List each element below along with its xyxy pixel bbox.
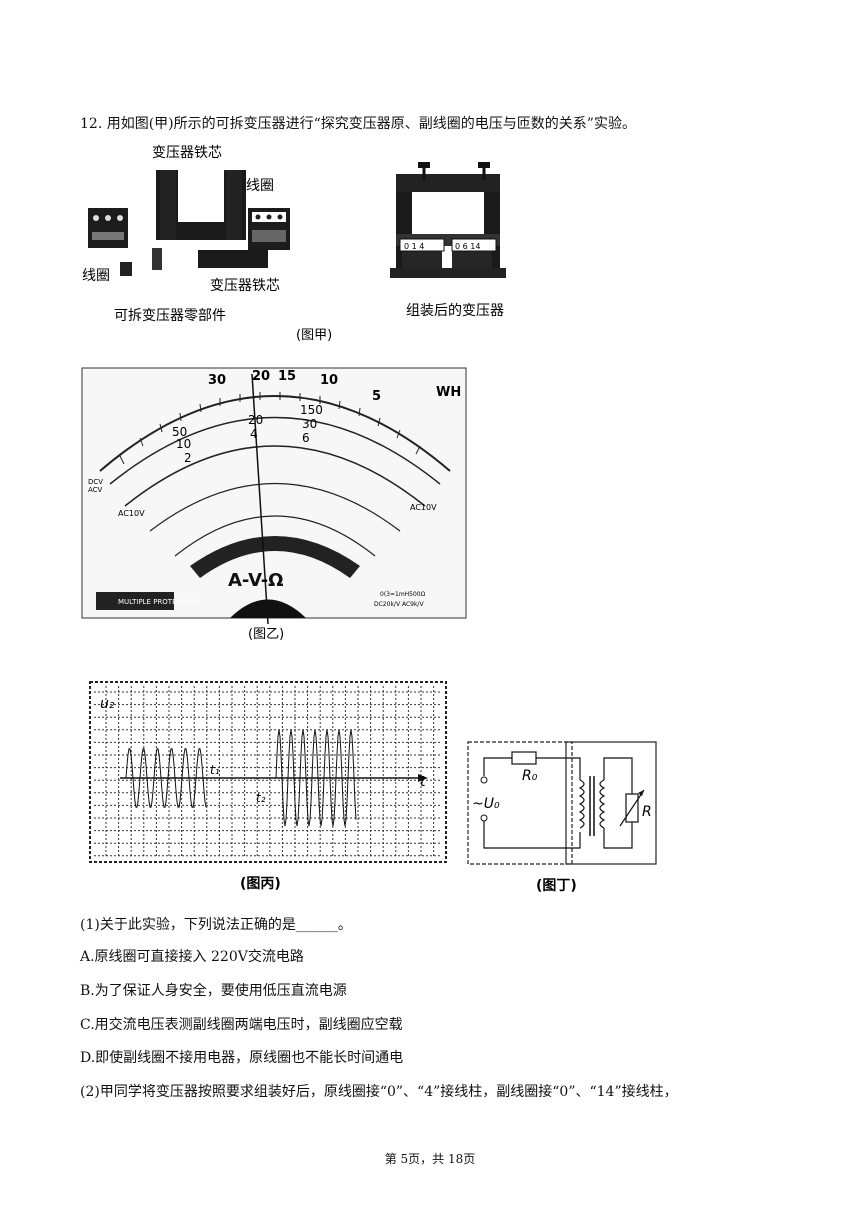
label-core-bottom: 变压器铁芯: [210, 278, 280, 294]
small-parts: [120, 248, 162, 276]
waveform-t1-path: [125, 748, 207, 808]
transformer-core-u: [156, 170, 246, 240]
figure-ding: R₀ ~U₀ R (图丁): [464, 736, 664, 898]
label-wh: WH: [436, 385, 461, 400]
caption-jia: (图甲): [296, 328, 332, 343]
scale-mid-4: 4: [250, 427, 258, 441]
label-t1: t₁: [210, 763, 220, 777]
assembled-transformer: 0 1 4 0 6 14: [390, 162, 506, 278]
scale-mid-30: 30: [302, 417, 317, 431]
scale-mid-10: 10: [176, 437, 191, 451]
label-avo: A-V-Ω: [228, 570, 284, 591]
question-title: 12. 用如图(甲)所示的可拆变压器进行“探究变压器原、副线圈的电压与匝数的关系…: [80, 116, 636, 132]
waveform-t2-path: [275, 729, 357, 827]
caption-bing: (图丙): [240, 876, 281, 892]
label-t: t: [420, 774, 426, 790]
part2-text: (2)甲同学将变压器按照要求组装好后，原线圈接“0”、“4”接线柱，副线圈接“0…: [80, 1084, 678, 1100]
meter-tick-marks: [119, 392, 421, 465]
meter-needle: [251, 373, 269, 625]
label-t2: t₂: [256, 791, 266, 805]
waveform-t2: [275, 729, 357, 827]
label-coil-right: 线圈: [246, 178, 274, 194]
transformer-core-bar: [198, 250, 268, 268]
figure-yi: 30 20 15 10 5 WH 150 30 6 50 20 10 4 2 D…: [80, 366, 470, 644]
oscilloscope-grid: [94, 686, 442, 858]
label-r: R: [642, 804, 652, 820]
meter-pivot: [230, 599, 306, 618]
label-u2: u₂: [100, 696, 115, 712]
label-coil-left: 线圈: [82, 268, 110, 284]
option-d: D.即使副线圈不接用电器，原线圈也不能长时间通电: [80, 1050, 404, 1066]
meter-scale-arcs: [99, 395, 451, 557]
coil-left: [88, 208, 128, 248]
caption-ding: (图丁): [536, 878, 577, 894]
scale-top-10: 10: [320, 373, 338, 388]
secondary-box: [565, 741, 657, 865]
terminal-top: [480, 776, 488, 784]
terminal-left-label: 0 1 4: [404, 242, 424, 251]
scale-mid-2: 2: [184, 451, 192, 465]
coil-right: [248, 208, 290, 250]
primary-coil: [578, 779, 585, 829]
primary-dashed-box: [467, 741, 573, 865]
figure-bing: u₂ t₁ t₂ t (图丙): [80, 678, 452, 898]
label-spec-2: DC20k/V AC9k/V: [374, 601, 424, 608]
part1-question: (1)关于此实验，下列说法正确的是______。: [80, 917, 352, 933]
label-ac10v-right: AC10V: [410, 503, 437, 512]
scale-mid-50: 50: [172, 425, 187, 439]
waveform-t1: [125, 748, 207, 808]
scale-top-5: 5: [372, 389, 381, 404]
label-spec-1: 0(3=1mH500Ω: [380, 591, 426, 598]
scale-mid-6: 6: [302, 431, 310, 445]
label-protection: MULTIPLE PROTECTION: [118, 598, 198, 606]
label-assembled: 组装后的变压器: [406, 303, 504, 319]
label-r0: R₀: [522, 768, 538, 784]
scale-mid-20: 20: [248, 413, 263, 427]
resistor-r0: [511, 751, 537, 765]
label-ac10v-left: AC10V: [118, 509, 145, 518]
label-parts: 可拆变压器零部件: [114, 308, 226, 324]
terminal-right-label: 0 6 14: [455, 242, 480, 251]
meter-color-band: [190, 536, 360, 578]
page-footer: 第 5页，共 18页: [384, 1152, 476, 1166]
scale-top-30: 30: [208, 373, 226, 388]
label-dcv: DCV: [88, 478, 103, 486]
label-core-top: 变压器铁芯: [152, 145, 222, 161]
scale-top-20: 20: [252, 369, 270, 384]
option-c: C.用交流电压表测副线圈两端电压时，副线圈应空载: [80, 1017, 403, 1033]
scale-top-15: 15: [278, 369, 296, 384]
scale-mid-150: 150: [300, 403, 323, 417]
label-acv: ACV: [88, 486, 103, 494]
option-a: A.原线圈可直接接入 220V交流电路: [80, 949, 304, 965]
time-axis-arrow: [418, 774, 428, 782]
terminal-bottom: [480, 814, 488, 822]
secondary-coil: [599, 779, 606, 829]
caption-yi: (图乙): [248, 627, 284, 642]
protection-badge: [96, 592, 174, 610]
option-b: B.为了保证人身安全，要使用低压直流电源: [80, 983, 347, 999]
label-u0: ~U₀: [472, 796, 500, 812]
figure-jia: 变压器铁芯 线圈 线圈 变压器铁芯 可拆变压器零部件: [80, 140, 540, 345]
